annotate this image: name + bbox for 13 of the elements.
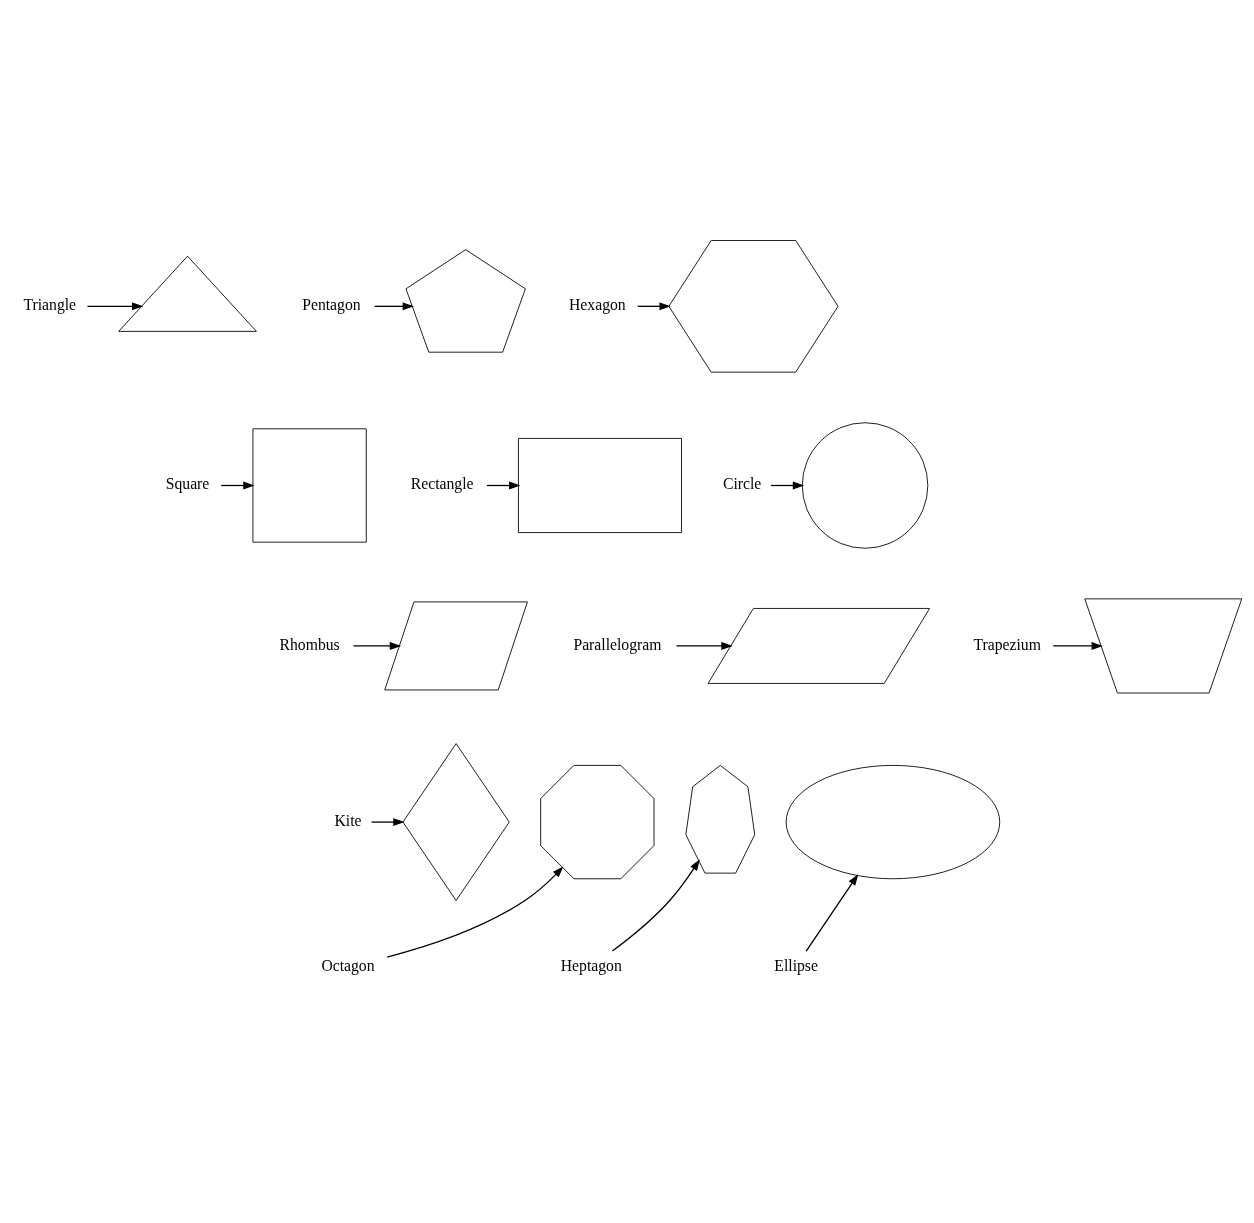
node-text: Trapezium [973,635,1041,653]
node-text: Triangle [23,296,77,314]
node-text: Heptagon [560,956,622,974]
node-text: Square [165,475,210,493]
node-text: Rhombus [279,635,340,653]
node-text: Ellipse [774,956,818,974]
node-text: Pentagon [302,296,361,314]
node-text: Kite [334,811,362,829]
node-text: Circle [722,475,762,493]
node-text: Rectangle [410,475,474,493]
node-text: Hexagon [569,296,626,314]
node-text: Parallelogram [573,635,662,653]
node-text: Octagon [321,956,375,974]
